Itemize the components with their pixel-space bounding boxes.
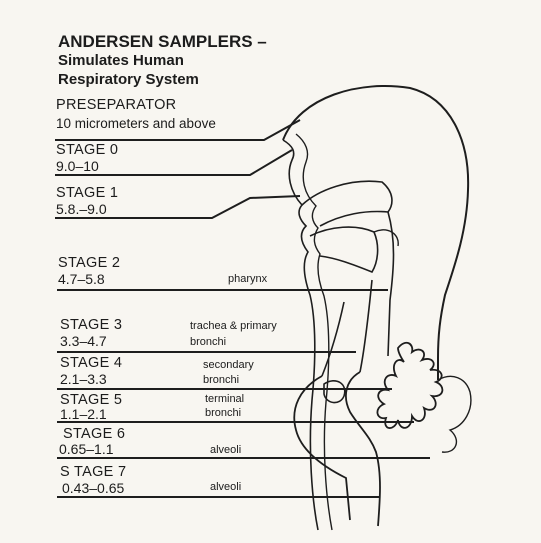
stage-6-label: STAGE 6 [63, 427, 125, 442]
stage-4-region-line-1: secondary [203, 359, 254, 371]
alveoli-cluster [377, 343, 442, 428]
stage-3-region-line-1: trachea & primary [190, 320, 277, 332]
lung-outline [294, 376, 350, 520]
diagram-title-line-2: Simulates Human [58, 51, 184, 70]
stage-3-range: 3.3–4.7 [60, 334, 107, 349]
stage-1-label: STAGE 1 [56, 186, 118, 201]
stage-5-range: 1.1–2.1 [60, 407, 107, 422]
stage-5-region-line-2: bronchi [205, 407, 241, 419]
diagram-title-line-3: Respiratory System [58, 70, 199, 89]
stage-6-range: 0.65–1.1 [59, 442, 114, 457]
stage-7-range: 0.43–0.65 [62, 481, 124, 496]
stage-2-label: STAGE 2 [58, 256, 120, 271]
stage-1-range: 5.8.–9.0 [56, 202, 107, 217]
diagram-title-line-1: ANDERSEN SAMPLERS – [58, 32, 267, 51]
stage-3-region-line-2: bronchi [190, 336, 226, 348]
pharynx-wall [388, 212, 394, 356]
head-outline [283, 86, 468, 380]
stage-4-label: STAGE 4 [60, 356, 122, 371]
trachea-right [360, 280, 372, 372]
mouth-cavity [310, 227, 378, 272]
stage-0-label: STAGE 0 [56, 143, 118, 158]
stage-7-region: alveoli [210, 481, 241, 493]
stage-3-label: STAGE 3 [60, 318, 122, 333]
stage-4-region-line-2: bronchi [203, 374, 239, 386]
stage-6-region: alveoli [210, 444, 241, 456]
stage-2-region: pharynx [228, 273, 267, 285]
stage-7-label: S TAGE 7 [60, 465, 126, 480]
stage-0-range: 9.0–10 [56, 159, 99, 174]
face-profile-outer [283, 140, 318, 530]
trachea-left [322, 302, 344, 376]
lung-inner [346, 372, 380, 526]
stage-2-range: 4.7–5.8 [58, 272, 105, 287]
preseparator-label: PRESEPARATOR [56, 98, 176, 113]
stage-4-range: 2.1–3.3 [60, 372, 107, 387]
nasal-cavity [302, 181, 392, 226]
stage-5-region-line-1: terminal [205, 393, 244, 405]
preseparator-range: 10 micrometers and above [56, 116, 216, 131]
